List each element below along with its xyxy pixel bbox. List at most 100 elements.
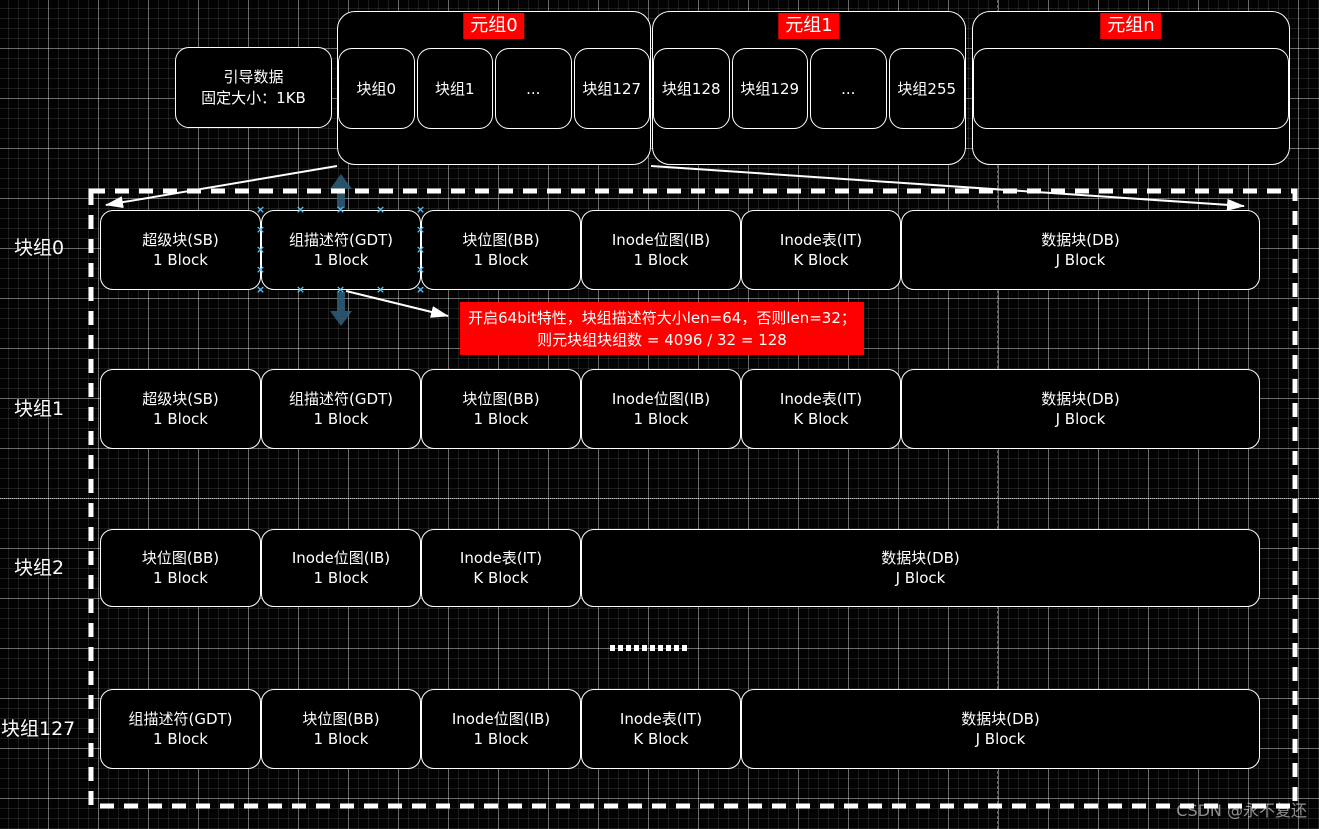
cell-data-blocks[interactable]: 数据块(DB) J Block (901, 369, 1260, 449)
cell-gdt[interactable]: 组描述符(GDT) 1 Block (261, 369, 421, 449)
cell-size: 1 Block (473, 410, 529, 428)
cell-size: 1 Block (313, 251, 369, 269)
cell-title: 块位图(BB) (141, 549, 220, 567)
cell-inode-table[interactable]: Inode表(IT) K Block (741, 369, 901, 449)
cell-size: J Block (1055, 410, 1106, 428)
anchor-cross-icon: × (255, 203, 266, 216)
block-group-128[interactable]: 块组128 (653, 48, 730, 129)
meta-group-n-label: 元组n (1100, 13, 1162, 39)
block-group-ellipsis[interactable]: ... (495, 48, 572, 129)
boot-data-line2: 固定大小：1KB (201, 88, 306, 107)
row-label-block-group-2[interactable]: 块组2 (14, 557, 65, 579)
cell-inode-table[interactable]: Inode表(IT) K Block (421, 529, 581, 607)
anchor-cross-icon: × (415, 203, 426, 216)
block-group-0[interactable]: 块组0 (338, 48, 415, 129)
cell-block-bitmap[interactable]: 块位图(BB) 1 Block (421, 210, 581, 290)
meta-group-0-label: 元组0 (463, 13, 525, 39)
anchor-cross-icon: × (255, 223, 266, 236)
anchor-cross-icon: × (415, 283, 426, 296)
cell-size: 1 Block (633, 251, 689, 269)
cell-title: 超级块(SB) (142, 390, 219, 408)
page-boundary-horizontal-guide (0, 498, 1319, 499)
cell-size: J Block (975, 730, 1026, 748)
cell-title: 块位图(BB) (462, 231, 540, 249)
meta-group-0[interactable]: 元组0 块组0 块组1 ... 块组127 (337, 11, 651, 165)
cell-block-bitmap[interactable]: 块位图(BB) 1 Block (100, 529, 261, 607)
cell-title: Inode表(IT) (779, 231, 863, 249)
block-group-129[interactable]: 块组129 (731, 48, 808, 129)
cell-title: Inode表(IT) (619, 710, 703, 728)
block-group-empty[interactable] (973, 48, 1289, 129)
callout-arrow (345, 290, 449, 318)
cell-title: 数据块(DB) (961, 710, 1040, 728)
cell-title: 组描述符(GDT) (288, 390, 394, 408)
cell-title: 块位图(BB) (302, 710, 380, 728)
cell-inode-bitmap[interactable]: Inode位图(IB) 1 Block (261, 529, 421, 607)
cell-title: 数据块(DB) (881, 549, 960, 567)
callout-line2: 则元块组块组数 = 4096 / 32 = 128 (537, 330, 787, 349)
meta-group-1[interactable]: 元组1 块组128 块组129 ... 块组255 (652, 11, 966, 165)
cell-title: 组描述符(GDT) (128, 710, 233, 728)
row-label-block-group-0[interactable]: 块组0 (14, 237, 65, 259)
cell-size: K Block (473, 569, 529, 587)
cell-size: 1 Block (313, 410, 369, 428)
meta-group-n[interactable]: 元组n (972, 11, 1290, 165)
anchor-cross-icon: × (295, 283, 306, 296)
cell-superblock[interactable]: 超级块(SB) 1 Block (100, 210, 261, 290)
cell-superblock[interactable]: 超级块(SB) 1 Block (100, 369, 261, 449)
cell-title: Inode位图(IB) (611, 231, 711, 249)
cell-inode-table[interactable]: Inode表(IT) K Block (741, 210, 901, 290)
cell-title: Inode表(IT) (779, 390, 863, 408)
anchor-cross-icon: × (335, 283, 346, 296)
cell-title: 块位图(BB) (462, 390, 540, 408)
cell-block-bitmap[interactable]: 块位图(BB) 1 Block (421, 369, 581, 449)
row-label-block-group-1[interactable]: 块组1 (14, 398, 65, 420)
block-group-1[interactable]: 块组1 (416, 48, 493, 129)
cell-size: 1 Block (153, 730, 208, 748)
cell-title: Inode表(IT) (459, 549, 543, 567)
cell-data-blocks[interactable]: 数据块(DB) J Block (901, 210, 1260, 290)
cell-size: K Block (633, 730, 689, 748)
cell-inode-bitmap[interactable]: Inode位图(IB) 1 Block (581, 369, 741, 449)
expand-arrow-right (650, 165, 1245, 211)
cell-title: Inode位图(IB) (451, 710, 551, 728)
cell-title: 组描述符(GDT) (288, 231, 394, 249)
cell-size: 1 Block (473, 730, 529, 748)
cell-inode-bitmap[interactable]: Inode位图(IB) 1 Block (581, 210, 741, 290)
anchor-cross-icon: × (415, 223, 426, 236)
cell-gdt-selected[interactable]: 组描述符(GDT) 1 Block (261, 210, 421, 290)
cell-inode-table[interactable]: Inode表(IT) K Block (581, 689, 741, 769)
watermark: CSDN @永不复还 (1176, 801, 1307, 820)
block-group-127[interactable]: 块组127 (573, 48, 650, 129)
cell-size: J Block (1055, 251, 1106, 269)
cell-data-blocks[interactable]: 数据块(DB) J Block (581, 529, 1260, 607)
meta-group-n-blocks (973, 48, 1289, 129)
anchor-cross-icon: × (375, 283, 386, 296)
gdt-size-callout[interactable]: 开启64bit特性，块组描述符大小len=64，否则len=32； 则元块组块组… (460, 302, 864, 355)
direction-arrow-down-icon (330, 292, 352, 326)
anchor-cross-icon: × (295, 203, 306, 216)
cell-size: J Block (895, 569, 946, 587)
block-group-255[interactable]: 块组255 (888, 48, 965, 129)
boot-data-block[interactable]: 引导数据 固定大小：1KB (175, 47, 332, 128)
row-label-block-group-127[interactable]: 块组127 (1, 718, 76, 740)
cell-title: 数据块(DB) (1041, 390, 1120, 408)
cell-gdt[interactable]: 组描述符(GDT) 1 Block (100, 689, 261, 769)
expand-arrow-left (105, 165, 338, 209)
cell-title: 超级块(SB) (142, 231, 219, 249)
anchor-cross-icon: × (255, 243, 266, 256)
anchor-cross-icon: × (415, 263, 426, 276)
rows-ellipsis-separator (610, 645, 688, 651)
anchor-cross-icon: × (415, 243, 426, 256)
cell-size: 1 Block (313, 730, 369, 748)
cell-size: 1 Block (633, 410, 689, 428)
cell-inode-bitmap[interactable]: Inode位图(IB) 1 Block (421, 689, 581, 769)
cell-size: 1 Block (313, 569, 369, 587)
cell-size: 1 Block (153, 251, 208, 269)
anchor-cross-icon: × (255, 263, 266, 276)
cell-title: Inode位图(IB) (611, 390, 711, 408)
block-group-ellipsis[interactable]: ... (810, 48, 887, 129)
cell-data-blocks[interactable]: 数据块(DB) J Block (741, 689, 1260, 769)
cell-block-bitmap[interactable]: 块位图(BB) 1 Block (261, 689, 421, 769)
